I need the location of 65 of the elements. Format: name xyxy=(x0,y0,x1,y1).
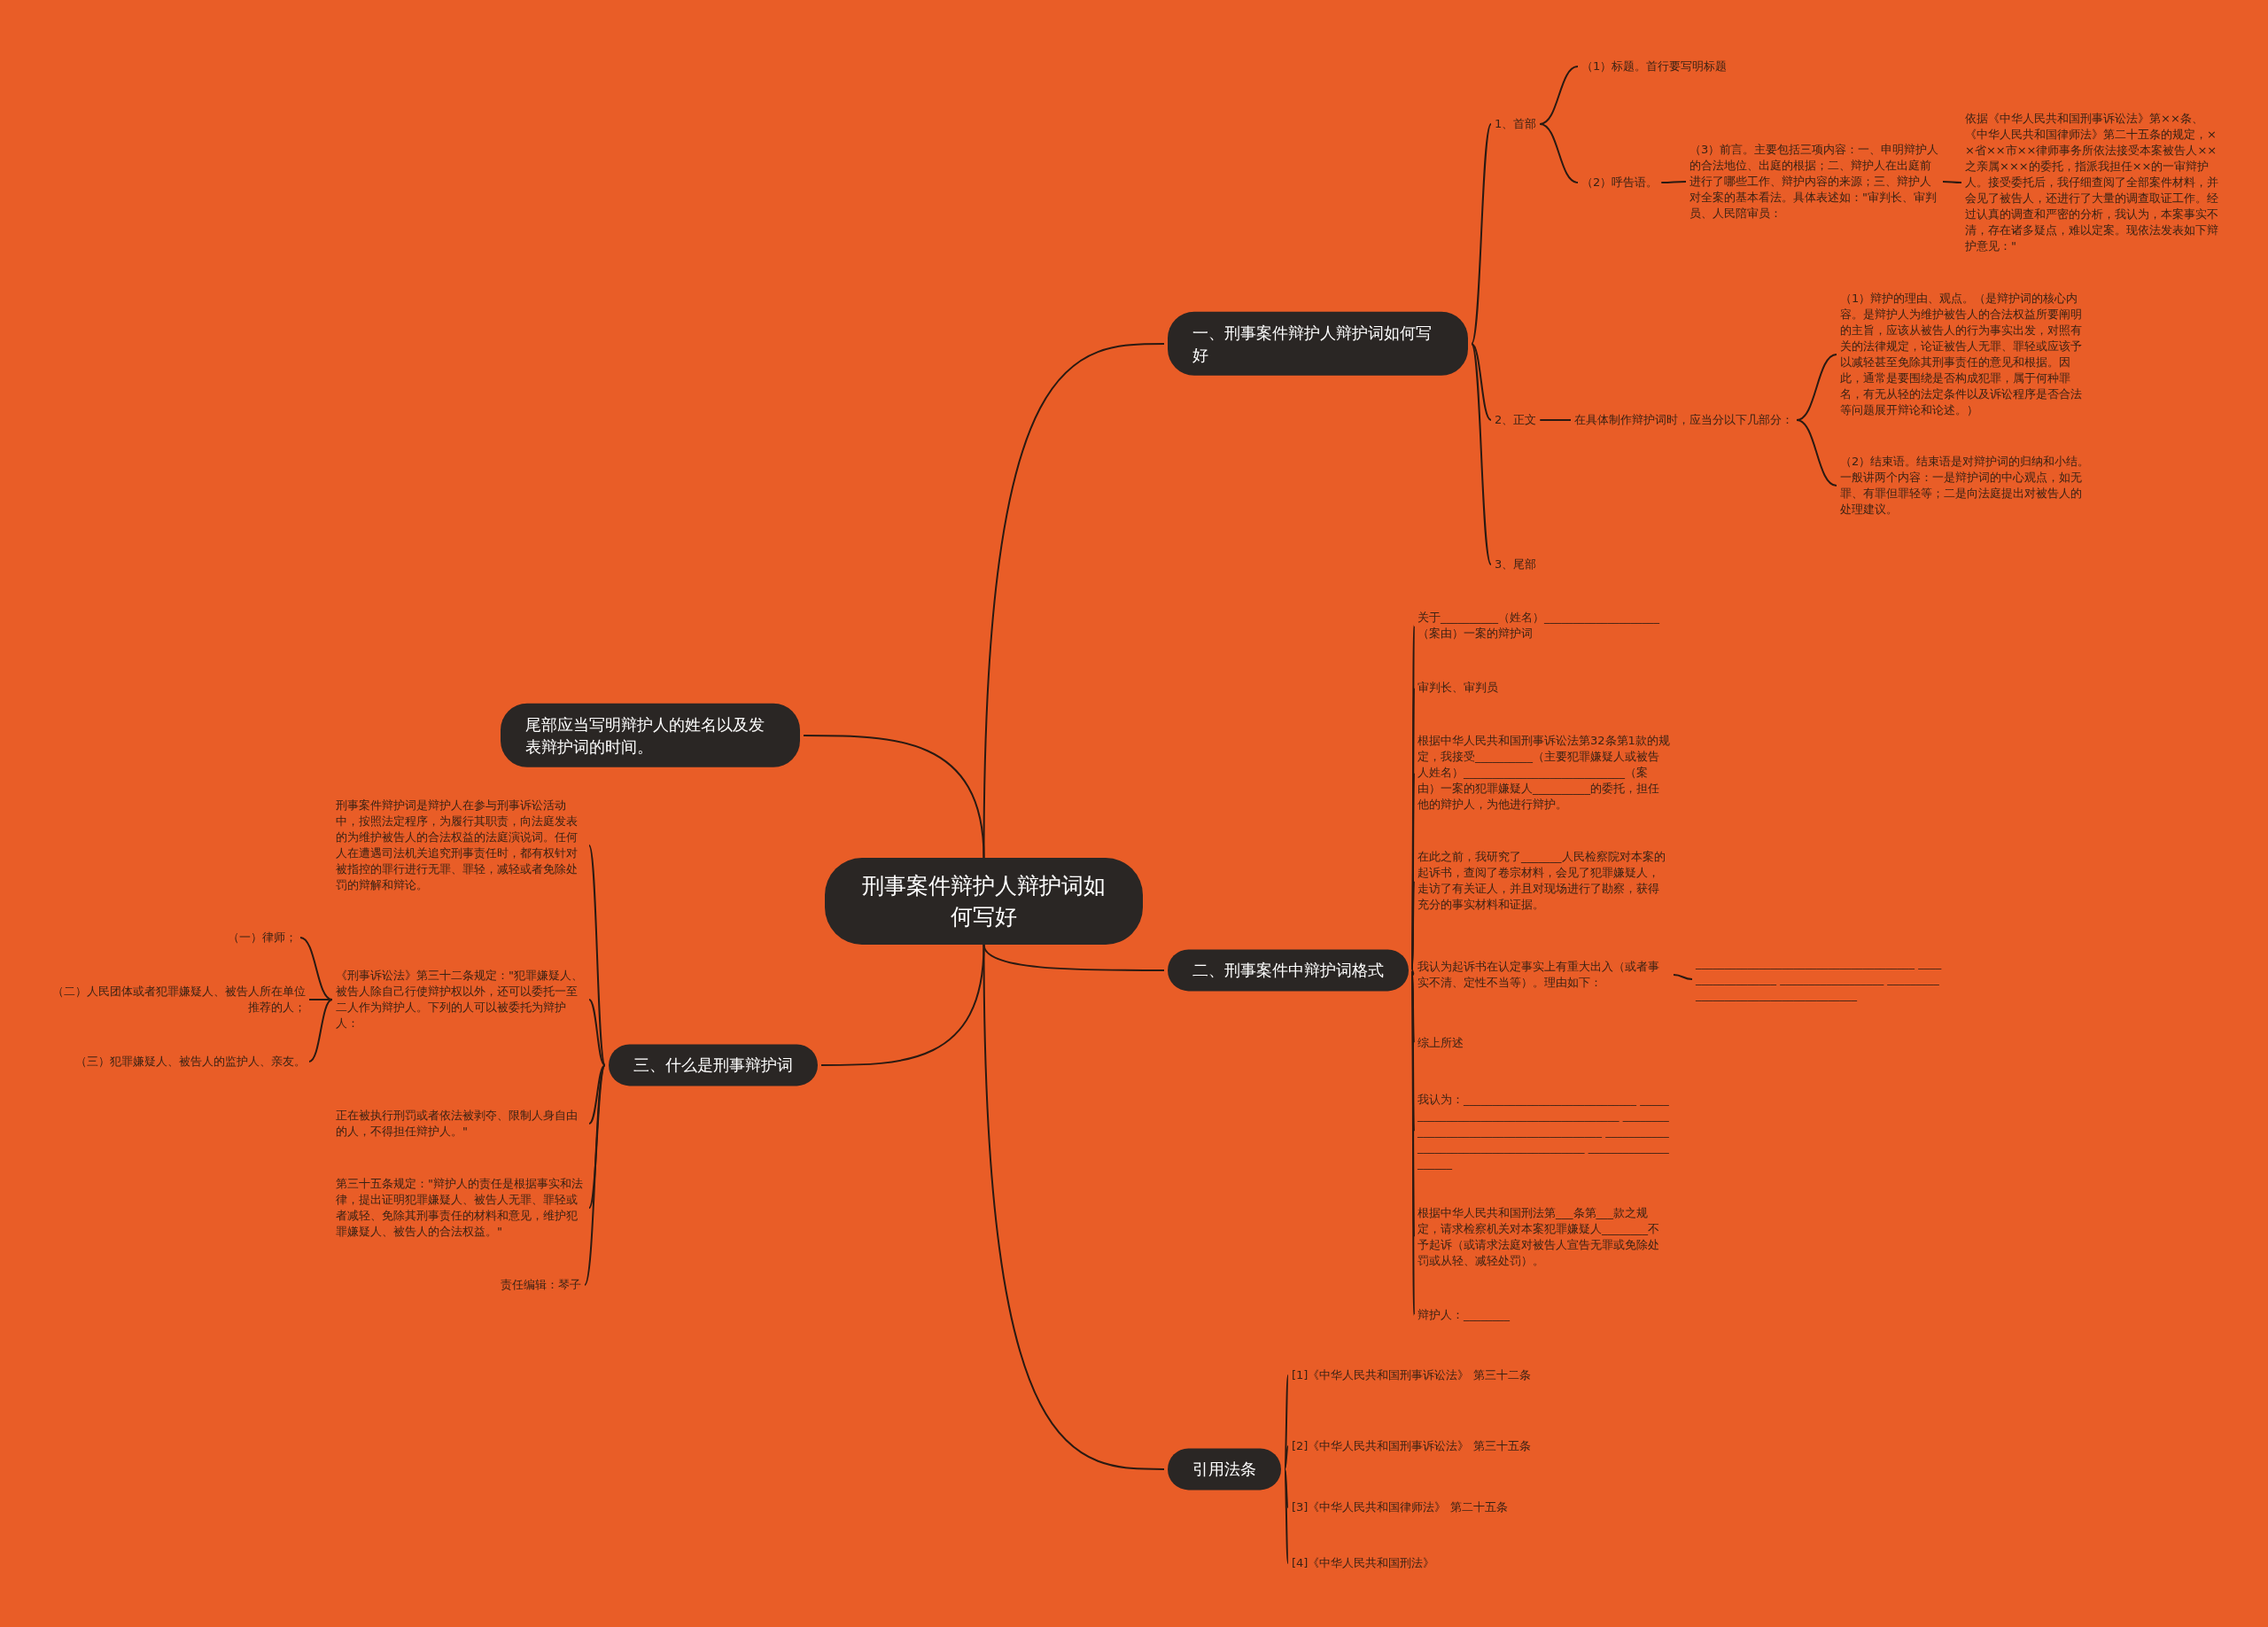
topic-text: 综上所述 xyxy=(1418,1035,1464,1051)
topic-text: [1]《中华人民共和国刑事诉讼法》 第三十二条 xyxy=(1292,1367,1549,1383)
topic-text: 第三十五条规定："辩护人的责任是根据事实和法律，提出证明犯罪嫌疑人、被告人无罪、罪轻或者减轻、免除其刑事责任的材料和意见，维护犯罪嫌疑人、被告人的合法权益。" xyxy=(336,1176,586,1240)
connector-line xyxy=(1539,419,1572,421)
connector-line xyxy=(983,944,1165,1470)
topic-box: 一、刑事案件辩护人辩护词如何写好 xyxy=(1168,311,1468,377)
topic-text: 根据中华人民共和国刑法第___条第___款之规定，请求检察机关对本案犯罪嫌疑人________不予起诉（或请求法庭对被告人宣告无罪或免除处罚或从轻、减轻处罚）。 xyxy=(1418,1205,1670,1269)
topic-text: 根据中华人民共和国刑事诉讼法第32条第1款的规定，我接受__________（主要犯罪嫌疑人或被告人姓名）____________________________（案由）一案的犯罪嫌疑人__________的委托，担任他的辩护人，为他进行辩护。 xyxy=(1418,733,1670,813)
connector-line xyxy=(1284,1468,1289,1508)
connector-line xyxy=(1411,969,1415,1133)
connector-line xyxy=(308,999,333,1000)
topic-box: 三、什么是刑事辩护词 xyxy=(609,1044,818,1086)
connector-line xyxy=(299,937,333,1000)
topic-text: （2）呼告语。 xyxy=(1581,175,1658,191)
connector-line xyxy=(820,944,985,1066)
topic-text: （1）辩护的理由、观点。（是辩护词的核心内容。是辩护人为维护被告人的合法权益所要阐明的主旨，应该从被告人的行为事实出发，对照有关的法律规定，论证被告人无罪、罪轻或应该予以减轻甚至免除其刑事责任的意见和根据。因此，通常是要围绕是否构成犯罪，属于何种罪名，有无从轻的法定条件以及诉讼程序是否合法等问题展开辩论和论述。） xyxy=(1840,291,2093,418)
topic-text: （2）结束语。结束语是对辩护词的归纳和小结。一般讲两个内容：一是辩护词的中心观点，如无罪、有罪但罪轻等；二是向法庭提出对被告人的处理建议。 xyxy=(1840,454,2093,518)
topic-text: 在具体制作辩护词时，应当分以下几部分： xyxy=(1574,412,1793,428)
topic-text: [3]《中华人民共和国律师法》 第二十五条 xyxy=(1292,1499,1508,1515)
topic-text: （3）前言。主要包括三项内容：一、申明辩护人的合法地位、出庭的根据；二、辩护人在出庭前进行了哪些工作、辩护内容的来源；三、辩护人对全案的基本看法。具体表述如："审判长、审判员、人民陪审员： xyxy=(1689,142,1939,222)
topic-text: 关于__________（姓名）____________________（案由）一案的辩护词 xyxy=(1418,610,1670,642)
connector-line xyxy=(1471,123,1492,345)
connector-line xyxy=(1411,969,1415,1238)
topic-text: （一）律师； xyxy=(89,930,297,946)
connector-line xyxy=(588,1064,606,1125)
topic-text: 《刑事诉讼法》第三十二条规定："犯罪嫌疑人、被告人除自己行使辩护权以外，还可以委托一至二人作为辩护人。下列的人可以被委托为辩护人： xyxy=(336,968,586,1031)
connector-line xyxy=(1796,419,1837,487)
topic-text: 责任编辑：琴子 xyxy=(404,1277,581,1293)
topic-text: [4]《中华人民共和国刑法》 xyxy=(1292,1555,1435,1571)
topic-box: 引用法条 xyxy=(1168,1448,1281,1491)
connector-line xyxy=(1471,343,1492,421)
topic-text: （1）标题。首行要写明标题 xyxy=(1581,58,1728,74)
topic-text: 刑事案件辩护词是辩护人在参与刑事诉讼活动中，按照法定程序，为履行其职责，向法庭发表的为维护被告人的合法权益的法庭演说词。任何人在遭遇司法机关追究刑事责任时，都有权针对被指控的罪行进行无罪、罪轻，减轻或者免除处罚的辩解和辩论。 xyxy=(336,798,586,893)
connector-line xyxy=(1673,974,1693,980)
connector-line xyxy=(1539,123,1579,183)
connector-line xyxy=(1471,343,1492,565)
topic-box: 尾部应当写明辩护人的姓名以及发表辩护词的时间。 xyxy=(501,703,800,768)
topic-text: 2、正文 xyxy=(1495,412,1537,428)
topic-text: （二）人民团体或者犯罪嫌疑人、被告人所在单位推荐的人； xyxy=(49,984,306,1016)
topic-box: 二、刑事案件中辩护词格式 xyxy=(1168,949,1409,992)
topic-text: 1、首部 xyxy=(1495,116,1537,132)
connector-line xyxy=(308,999,333,1063)
central-topic-box: 刑事案件辩护人辩护词如何写好 xyxy=(825,858,1143,945)
topic-text: 3、尾部 xyxy=(1495,557,1537,572)
connector-line xyxy=(1411,969,1415,1316)
connector-line xyxy=(588,845,606,1066)
topic-text: （三）犯罪嫌疑人、被告人的监护人、亲友。 xyxy=(49,1054,306,1070)
topic-text: [2]《中华人民共和国刑事诉讼法》 第三十五条 xyxy=(1292,1438,1549,1454)
topic-text: 我认为起诉书在认定事实上有重大出入（或者事实不清、定性不当等）。理由如下： xyxy=(1418,959,1670,991)
connector-line xyxy=(803,735,985,859)
connector-line xyxy=(1284,1468,1289,1564)
topic-text: 正在被执行刑罚或者依法被剥夺、限制人身自由的人，不得担任辩护人。" xyxy=(336,1108,586,1140)
connector-line xyxy=(588,999,606,1066)
topic-text: 审判长、审判员 xyxy=(1418,680,1498,696)
connector-line xyxy=(1284,1445,1289,1470)
connector-line xyxy=(1660,181,1687,183)
topic-text: ______________________________________ __________________ __________________ _____________________________________ xyxy=(1696,955,1942,1003)
topic-text: 依据《中华人民共和国刑事诉讼法》第××条、《中华人民共和国律师法》第二十五条的规定，××省××市××律师事务所依法接受本案被告人××之亲属×××的委托，指派我担任××的一审辩护人。接受委托后，我仔细查阅了全部案件材料，并会见了被告人，还进行了大量的调查取证工作。经过认真的调查和严密的分析，我认为，本案事实不清，存在诸多疑点，难以定案。现依法发表如下辩护意见：" xyxy=(1965,111,2220,254)
connector-line xyxy=(1411,969,1415,976)
connector-line xyxy=(584,1064,606,1286)
connector-line xyxy=(1411,880,1415,971)
connector-line xyxy=(1942,181,1962,183)
topic-text: 辩护人：________ xyxy=(1418,1307,1510,1323)
topic-text: 在此之前，我研究了_______人民检察院对本案的起诉书，查阅了卷宗材料，会见了犯罪嫌疑人，走访了有关证人，并且对现场进行了勘察，获得充分的事实材料和证据。 xyxy=(1418,849,1670,913)
topic-text: 我认为：______________________________ ________________________________________ ________________________________________ ________________________________________ ____________________ xyxy=(1418,1092,1670,1172)
